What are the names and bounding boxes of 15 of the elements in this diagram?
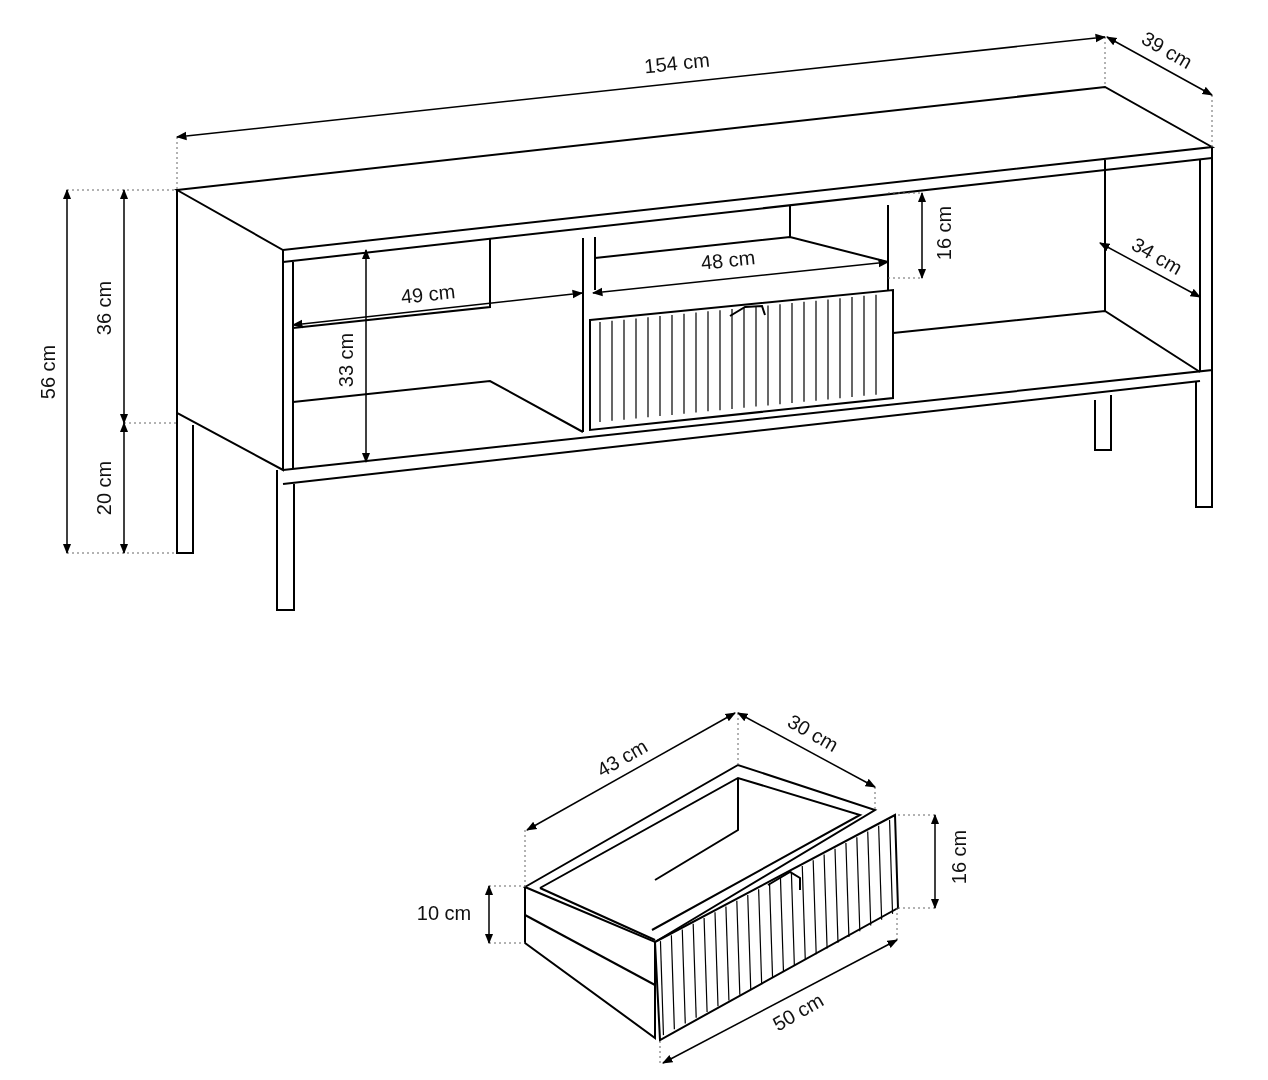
dimension-label: 33 cm (336, 332, 356, 388)
dimension-label: 10 cm (416, 903, 472, 923)
dimension-label: 30 cm (784, 710, 842, 756)
dimension-label: 16 cm (934, 205, 954, 261)
dimension-label: 50 cm (769, 989, 827, 1035)
dimension-label: 56 cm (38, 344, 58, 400)
dimension-label: 20 cm (94, 460, 114, 516)
dimension-label: 39 cm (1138, 27, 1196, 73)
dimension-label: 48 cm (699, 247, 757, 273)
dimension-label: 34 cm (1128, 233, 1186, 279)
dimension-label: 154 cm (643, 49, 711, 77)
dimension-label: 49 cm (399, 281, 457, 307)
dimension-label: 16 cm (949, 829, 969, 885)
dimension-label: 36 cm (94, 280, 114, 336)
dimension-label: 43 cm (593, 735, 651, 781)
